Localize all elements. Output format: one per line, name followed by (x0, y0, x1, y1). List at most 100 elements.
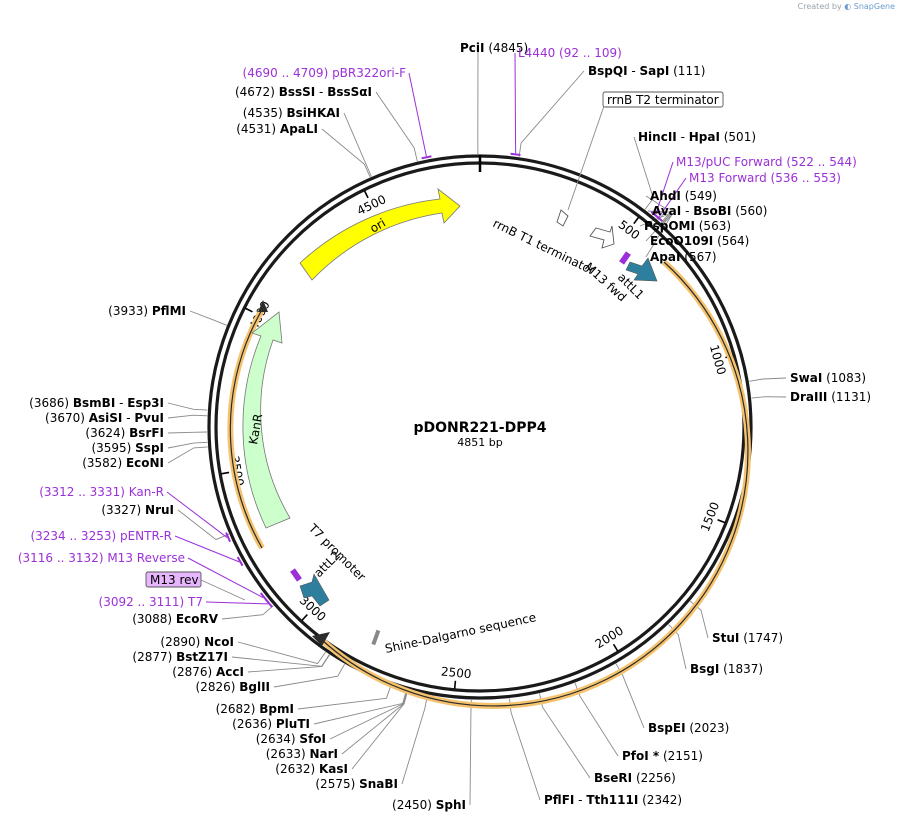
site-text: - (628, 64, 640, 78)
ori-feature (299, 188, 461, 281)
primer-leader-l4440 (514, 52, 517, 154)
site-label-asisi-pvui: (3670) AsiSI - PvuI (45, 411, 164, 425)
leader-sfoi (329, 689, 408, 740)
restriction-site-labels: PciI (4845)BspQI - SapI (111)HincII - Hp… (29, 41, 871, 812)
site-label-pflfi-tth111i: PflFI - Tth111I (2342) (544, 793, 682, 807)
site-stui: StuI (1747) (712, 631, 783, 645)
site-text: (2633) (266, 747, 310, 761)
site-draiii: DraIII (1131) (790, 390, 871, 404)
enzyme-name: SapI (640, 64, 670, 78)
kanr-feature (242, 311, 291, 529)
site-text: (560) (731, 204, 767, 218)
enzyme-name: PfoI * (622, 749, 660, 763)
enzyme-name: NarI (309, 747, 338, 761)
leader-sphi (469, 699, 472, 806)
site-text: (2876) (172, 665, 216, 679)
site-label-apali: (4531) ApaLI (236, 122, 318, 136)
m13-rev-callout: M13 rev (145, 571, 246, 601)
site-text: (3582) (82, 456, 126, 470)
primer-mark-t7 (265, 598, 273, 608)
enzyme-name: PluTI (276, 717, 310, 731)
site-label-apai: ApaI (567) (650, 250, 717, 264)
site-label-bsrfi: (3624) BsrFI (85, 426, 164, 440)
orf-arc-right-core (321, 261, 749, 707)
site-text: (3624) (85, 426, 129, 440)
site-label-swai: SwaI (1083) (790, 371, 866, 385)
leader-swai (749, 377, 787, 382)
primer-label-m13-puc-forward: M13/pUC Forward (522 .. 544) (676, 155, 857, 169)
primer-label-m13-forward: M13 Forward (536 .. 553) (689, 171, 841, 185)
leader-pflfi-tth111i (509, 698, 541, 801)
site-text: (3670) (45, 411, 89, 425)
orf-arc-right-head (312, 632, 330, 646)
primer-name: pENTR-R (120, 529, 172, 543)
site-text: (549) (681, 189, 717, 203)
site-sphi: (2450) SphI (392, 798, 466, 812)
site-text: - (681, 204, 693, 218)
primer-leader-t7 (205, 601, 269, 605)
leader-nrui (177, 509, 230, 541)
enzyme-name: BstZ17I (176, 650, 228, 664)
primer-kan-r: (3312 .. 3331) Kan-R (39, 485, 164, 499)
site-label-draiii: DraIII (1131) (790, 390, 871, 404)
enzyme-name: PflMI (152, 304, 186, 318)
site-ahdi: AhdI (549) (650, 189, 717, 203)
tick-mark-2500 (453, 680, 457, 689)
kanr-label: KanR (246, 413, 265, 446)
site-text: (4672) (235, 85, 279, 99)
site-label-bpmi: (2682) BpmI (216, 702, 294, 716)
primer-range: (3234 .. 3253) (30, 529, 120, 543)
site-label-bspqi-sapi: BspQI - SapI (111) (588, 64, 705, 78)
enzyme-name: EcoO109I (650, 234, 713, 248)
site-label-pflmi: (3933) PflMI (108, 304, 186, 318)
site-text: (3088) (132, 612, 176, 626)
primer-name: L4440 (518, 46, 555, 60)
primer-m13-reverse: (3116 .. 3132) M13 Reverse (18, 551, 185, 565)
leader-bspqi-sapi (518, 70, 585, 157)
site-text: (2450) (392, 798, 436, 812)
enzyme-name: HpaI (689, 130, 720, 144)
enzyme-name: AccI (216, 665, 244, 679)
leader-bglii (273, 663, 345, 688)
site-bsihkai: (4535) BsiHKAI (243, 106, 340, 120)
enzyme-name: BglII (239, 680, 270, 694)
brand-prefix: Created by (797, 2, 842, 11)
leader-asisi-pvui (167, 414, 208, 419)
snapgene-logo: ◐ (844, 2, 852, 11)
primer-range: (3116 .. 3132) (18, 551, 108, 565)
site-pspomi: PspOMI (563) (644, 219, 731, 233)
site-text: (1083) (822, 371, 866, 385)
leader-ecorv (221, 605, 274, 620)
site-text: - (315, 85, 327, 99)
primer-range: (92 .. 109) (555, 46, 622, 60)
site-apai: ApaI (567) (650, 250, 717, 264)
enzyme-name: StuI (712, 631, 739, 645)
site-label-sspi: (3595) SspI (91, 441, 164, 455)
site-text: (2890) (160, 635, 204, 649)
site-apali: (4531) ApaLI (236, 122, 318, 136)
site-bsgi: BsgI (1837) (690, 662, 763, 676)
primer-label-t7: (3092 .. 3111) T7 (99, 595, 203, 609)
leader-bpmi (297, 684, 392, 710)
leader-pfoi (574, 682, 619, 757)
site-hincii-hpai: HincII - HpaI (501) (638, 130, 756, 144)
leader-pluti (313, 689, 407, 725)
site-label-bseri: BseRI (2256) (594, 771, 676, 785)
site-label-acci: (2876) AccI (172, 665, 244, 679)
rrnb-t1-label: rrnB T1 terminator (491, 216, 598, 278)
site-acci: (2876) AccI (172, 665, 244, 679)
enzyme-name: BspQI (588, 64, 628, 78)
site-label-ahdi: AhdI (549) (650, 189, 717, 203)
tick-mark-1500 (717, 518, 726, 524)
attl2-feature (299, 573, 330, 607)
site-bspei: BspEI (2023) (648, 721, 729, 735)
leader-bsgi (668, 624, 687, 670)
enzyme-name: SnaBI (359, 777, 398, 791)
orf-arc-left-head (258, 300, 268, 312)
tick-mark-500 (633, 216, 640, 225)
primer-pbr322ori-f: (4690 .. 4709) pBR322ori-F (243, 66, 407, 80)
shine-dalgarno-feature (371, 629, 381, 646)
site-label-nari: (2633) NarI (266, 747, 338, 761)
site-pfoi: PfoI * (2151) (622, 749, 703, 763)
shine-dalgarno-label: Shine-Dalgarno sequence (384, 610, 538, 656)
